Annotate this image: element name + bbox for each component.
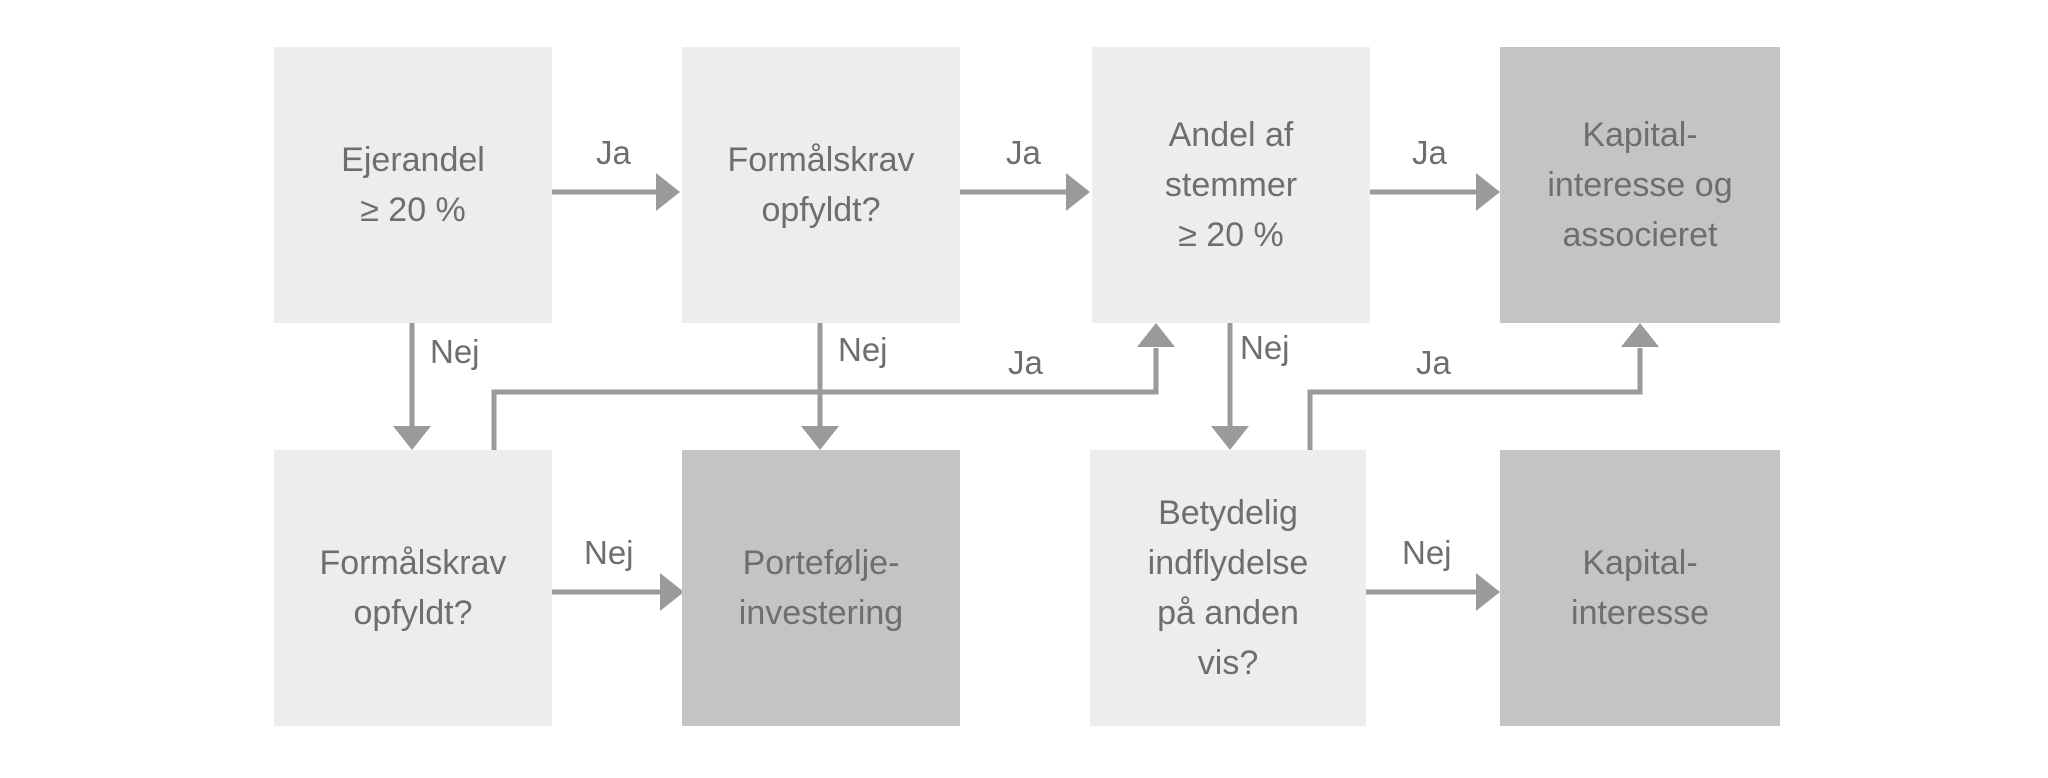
arrow-stemmer-to-betydelig: [1211, 323, 1249, 450]
edge-label-nej: Nej: [1240, 329, 1290, 366]
edge-label-ja: Ja: [1412, 134, 1447, 171]
node-kapitalinteresse-associeret-text: Kapital- interesse og associeret: [1547, 116, 1733, 254]
node-formalskrav-1-text: Formålskrav opfyldt?: [727, 141, 915, 229]
edge-label-ja: Ja: [1416, 344, 1451, 381]
node-kapitalinteresse-associeret: Kapital- interesse og associeret: [1500, 47, 1780, 323]
node-betydelig-indflydelse-text: Betydelig indflydelse på anden vis?: [1147, 494, 1309, 682]
arrow-ejerandel-to-formal2: [393, 323, 431, 450]
edge-label-nej: Nej: [430, 333, 480, 370]
node-portefoljeinvestering-text: Portefølje- investering: [738, 544, 904, 632]
edge-label-nej: Nej: [584, 534, 634, 571]
arrow-ejerandel-to-formal1: [552, 173, 680, 211]
arrow-formal1-to-stemmer: [960, 173, 1090, 211]
node-ejerandel: Ejerandel ≥ 20 %: [274, 47, 552, 323]
edge-label-ja: Ja: [1006, 134, 1041, 171]
edge-label-nej: Nej: [838, 331, 888, 368]
node-kapitalinteresse-text: Kapital- interesse: [1571, 544, 1709, 632]
arrow-betydelig-to-kap-assoc: [1307, 323, 1659, 450]
node-kapitalinteresse: Kapital- interesse: [1500, 450, 1780, 726]
node-ejerandel-text: Ejerandel ≥ 20 %: [341, 141, 485, 229]
node-betydelig-indflydelse: Betydelig indflydelse på anden vis?: [1090, 450, 1366, 726]
node-formalskrav-1: Formålskrav opfyldt?: [682, 47, 960, 323]
node-formalskrav-2: Formålskrav opfyldt?: [274, 450, 552, 726]
arrow-stemmer-to-kap-assoc: [1370, 173, 1500, 211]
edge-label-nej: Nej: [1402, 534, 1452, 571]
node-andel-af-stemmer: Andel af stemmer ≥ 20 %: [1092, 47, 1370, 323]
arrow-formal2-to-stemmer: [491, 323, 1175, 450]
arrow-formal1-to-portefolje: [801, 323, 839, 450]
node-formalskrav-2-text: Formålskrav opfyldt?: [319, 544, 507, 632]
node-andel-af-stemmer-text: Andel af stemmer ≥ 20 %: [1164, 116, 1298, 254]
edge-label-ja: Ja: [1008, 344, 1043, 381]
arrow-betydelig-to-kapital: [1366, 573, 1500, 611]
arrow-formal2-to-portefolje: [552, 573, 684, 611]
node-portefoljeinvestering: Portefølje- investering: [682, 450, 960, 726]
edge-label-ja: Ja: [596, 134, 631, 171]
